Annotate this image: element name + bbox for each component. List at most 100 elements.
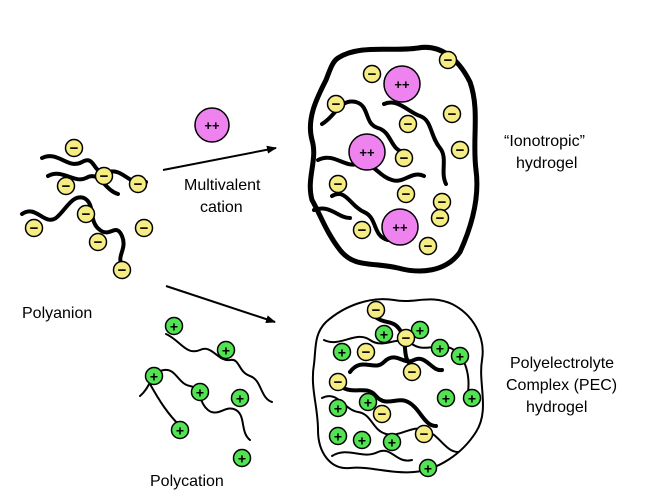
pec-cation-ion-symbol: + bbox=[334, 429, 342, 445]
polycation-chain-3 bbox=[149, 383, 181, 427]
anion-ion-circle bbox=[76, 204, 96, 224]
ionotropic-label-line2: hydrogel bbox=[516, 155, 577, 172]
multivalent-cation-ion-symbol: ++ bbox=[392, 220, 408, 235]
pec-gel-outline bbox=[311, 298, 484, 474]
polycation-ion-circle bbox=[164, 316, 184, 336]
multivalent-cation-label-line2: cation bbox=[200, 199, 243, 216]
pec-cation-ion-circle bbox=[418, 458, 438, 478]
anion-ion-circle bbox=[442, 104, 462, 124]
anion-ion-symbol: − bbox=[438, 194, 447, 211]
polyanion-ions: −−−−−−−−− bbox=[24, 138, 154, 280]
polycation-ion-symbol: + bbox=[170, 319, 178, 335]
pec-anion-ion-circle bbox=[328, 372, 348, 392]
polycation-ions: +++++++ bbox=[144, 316, 252, 468]
pec-cation-ion-symbol: + bbox=[416, 323, 424, 339]
pec-anion-ion-symbol: − bbox=[378, 406, 387, 423]
anion-ion-circle bbox=[88, 232, 108, 252]
anion-ion: − bbox=[326, 94, 346, 114]
anion-ion-circle bbox=[396, 184, 416, 204]
polycation-ion-symbol: + bbox=[176, 423, 184, 439]
ionotropic-inner-chains bbox=[312, 99, 448, 242]
anion-ion-circle bbox=[112, 260, 132, 280]
pec-anion-ion-symbol: − bbox=[334, 374, 343, 391]
anion-ion-circle bbox=[56, 176, 76, 196]
anion-ion-symbol: − bbox=[436, 210, 445, 227]
anion-ion: − bbox=[398, 114, 418, 134]
anion-ion-symbol: − bbox=[448, 106, 457, 123]
pec-cation-ion-symbol: + bbox=[380, 327, 388, 343]
pec-anion-ion-circle bbox=[414, 424, 434, 444]
anion-ion-symbol: − bbox=[402, 186, 411, 203]
pec-cation-ion-symbol: + bbox=[424, 461, 432, 477]
anion-ion-circle bbox=[128, 174, 148, 194]
anion-ion-symbol: − bbox=[424, 238, 433, 255]
anion-ion: − bbox=[442, 104, 462, 124]
anion-ion-symbol: − bbox=[444, 52, 453, 69]
polycation-ion-symbol: + bbox=[236, 391, 244, 407]
pec-cation-ion: + bbox=[418, 458, 438, 478]
pec-cation-ion: + bbox=[332, 342, 352, 362]
polyanion-chain-1 bbox=[40, 154, 148, 185]
anion-ion: − bbox=[432, 192, 452, 212]
polycation-ion-circle bbox=[190, 382, 210, 402]
ionotropic-chain-2 bbox=[316, 155, 426, 183]
anion-ion: − bbox=[328, 174, 348, 194]
pec-thin-chain-2 bbox=[321, 395, 459, 453]
pec-cation-ion: + bbox=[328, 398, 348, 418]
pec-cation-ion-circle bbox=[450, 346, 470, 366]
free-multivalent-cation: ++ bbox=[194, 107, 230, 143]
anion-ion-symbol: − bbox=[70, 140, 79, 157]
pec-anion-ion-circle bbox=[396, 328, 416, 348]
anion-ion-circle bbox=[438, 50, 458, 70]
polycation-ion-circle bbox=[170, 420, 190, 440]
anion-ion: − bbox=[112, 260, 132, 280]
polyanion-chain-3 bbox=[46, 171, 120, 196]
anion-ion-symbol: − bbox=[134, 176, 143, 193]
pec-cation-ion: + bbox=[450, 346, 470, 366]
pec-cation-ion-symbol: + bbox=[468, 391, 476, 407]
anion-ion: − bbox=[76, 204, 96, 224]
anion-ion-symbol: − bbox=[332, 96, 341, 113]
pec-anion-ion-circle bbox=[366, 300, 386, 320]
anion-ion-circle bbox=[450, 140, 470, 160]
anion-ion-circle bbox=[352, 220, 372, 240]
pec-anion-ion-symbol: − bbox=[362, 344, 371, 361]
anion-ion-circle bbox=[24, 218, 44, 238]
pec-anion-ion: − bbox=[328, 372, 348, 392]
pec-cation-ion-circle bbox=[410, 320, 430, 340]
anion-ion: − bbox=[94, 166, 114, 186]
multivalent-cation-ion: ++ bbox=[194, 107, 230, 143]
polycation-ion: + bbox=[230, 388, 250, 408]
pec-cation-ion-circle bbox=[358, 392, 378, 412]
pec-cation-ion-symbol: + bbox=[334, 401, 342, 417]
anion-ion: − bbox=[430, 208, 450, 228]
anion-ion: − bbox=[56, 176, 76, 196]
pec-anion-ion-symbol: − bbox=[420, 426, 429, 443]
pec-label-line3: hydrogel bbox=[526, 399, 587, 416]
anion-ion-circle bbox=[328, 174, 348, 194]
pec-cation-ion-symbol: + bbox=[436, 341, 444, 357]
ionotropic-label-line1: “Ionotropic” bbox=[504, 133, 585, 150]
anion-ion: − bbox=[134, 218, 154, 238]
anion-ion: − bbox=[396, 184, 416, 204]
pec-cation-ion-symbol: + bbox=[338, 345, 346, 361]
polycation-ion: + bbox=[190, 382, 210, 402]
pec-thick-chain-2 bbox=[338, 384, 438, 428]
anion-ion: − bbox=[24, 218, 44, 238]
pec-anion-ion-symbol: − bbox=[402, 330, 411, 347]
multivalent-cation-ion-symbol: ++ bbox=[204, 118, 220, 133]
anion-ion-symbol: − bbox=[368, 66, 377, 83]
pec-cation-ion-symbol: + bbox=[456, 349, 464, 365]
anion-ion-symbol: − bbox=[100, 168, 109, 185]
anion-ion-circle bbox=[362, 64, 382, 84]
polycation-ion-symbol: + bbox=[196, 385, 204, 401]
pec-cation-ion-circle bbox=[382, 432, 402, 452]
arrow-to-ionotropic bbox=[162, 145, 277, 171]
anion-ion-circle bbox=[430, 208, 450, 228]
anion-ion: − bbox=[450, 140, 470, 160]
pec-cation-ion-circle bbox=[436, 388, 456, 408]
pec-anion-ion: − bbox=[356, 342, 376, 362]
pec-cation-ion: + bbox=[382, 432, 402, 452]
pec-cation-ion-circle bbox=[332, 342, 352, 362]
anion-ion: − bbox=[394, 148, 414, 168]
